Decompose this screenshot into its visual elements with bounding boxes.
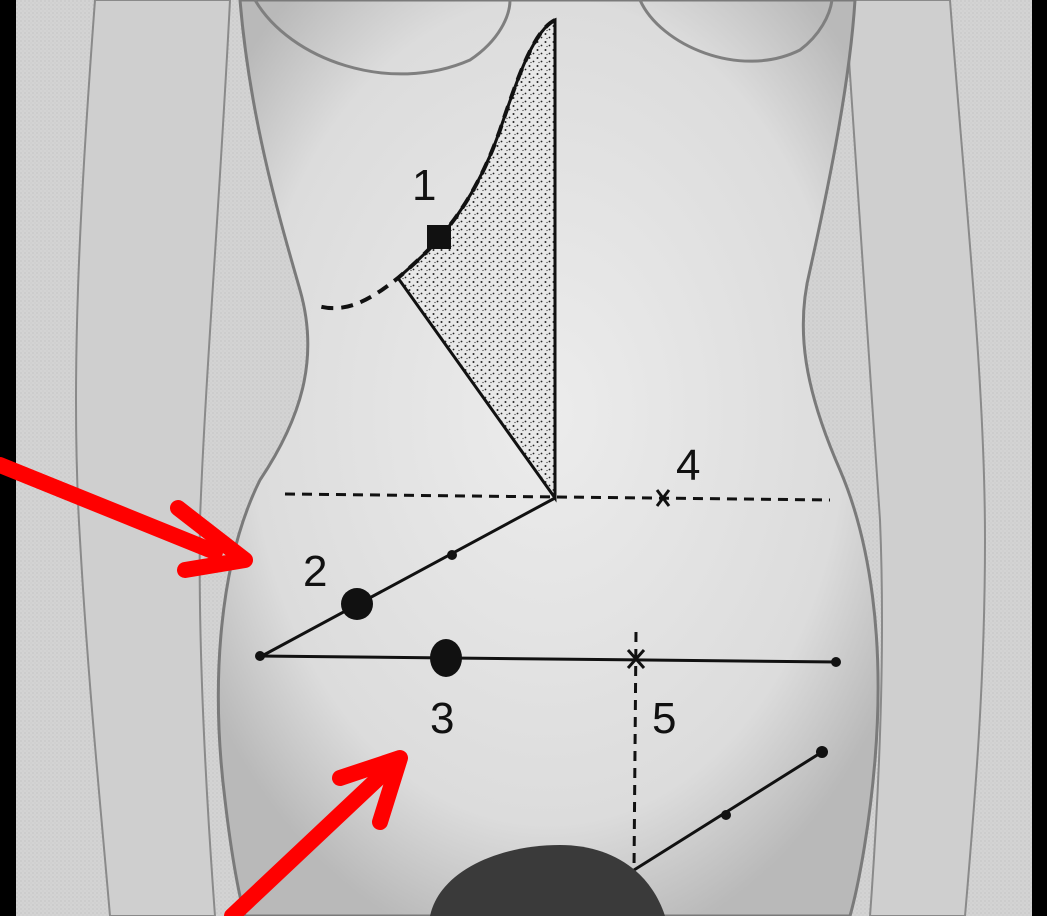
label-2: 2: [303, 547, 327, 596]
label-4: 4: [676, 441, 700, 490]
label-5: 5: [652, 694, 676, 743]
label-3: 3: [430, 694, 454, 743]
line-left-end: [255, 651, 265, 661]
line-right-end: [831, 657, 841, 667]
point-2-marker: [341, 588, 373, 620]
lower-diagonal-end: [816, 746, 828, 758]
diagonal-line-midpoint: [447, 550, 457, 560]
point-3-marker: [430, 639, 462, 677]
point-1-marker: [427, 225, 451, 249]
lower-diagonal-midpoint: [721, 810, 731, 820]
label-1: 1: [412, 161, 436, 210]
